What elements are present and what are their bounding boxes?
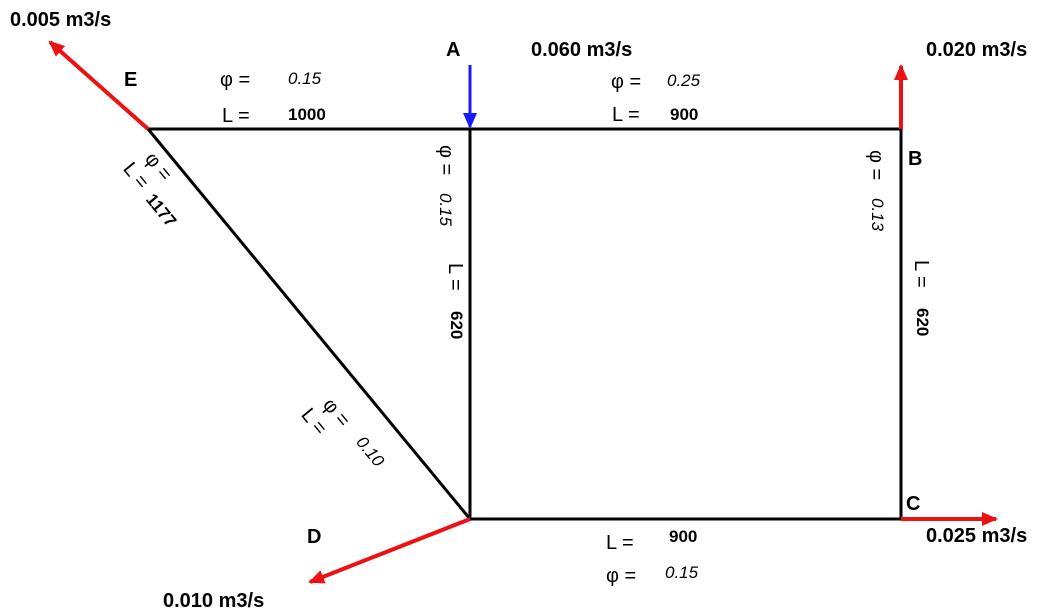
pipe-d-c-l-symbol: L = xyxy=(606,532,634,554)
flow-label-d: 0.010 m3/s xyxy=(163,590,264,612)
pipe-e-d xyxy=(146,128,472,520)
pipe-e-a-phi-value: 0.15 xyxy=(288,69,322,88)
pipe-e-d-top-labels: φ = L = 1177 xyxy=(119,148,181,231)
pipe-b-c-labels: φ = 0.13 L = 620 xyxy=(865,150,932,336)
pipe-e-d-l-value: 1177 xyxy=(142,190,180,231)
node-label-e: E xyxy=(124,69,137,91)
pipe-d-c-l-value: 900 xyxy=(669,527,697,546)
pipe-a-b-l-symbol: L = xyxy=(612,104,640,126)
flow-label-b: 0.020 m3/s xyxy=(926,39,1027,61)
pipe-a-d-labels: φ = 0.15 L = 620 xyxy=(435,145,466,339)
pipe-e-a-l-symbol: L = xyxy=(222,105,250,127)
pipe-e-a-phi-symbol: φ = xyxy=(220,69,250,91)
node-label-d: D xyxy=(307,526,321,548)
flow-label-c: 0.025 m3/s xyxy=(926,525,1027,547)
node-label-c: C xyxy=(906,493,920,515)
pipe-b-c-l-symbol: L = xyxy=(910,260,932,288)
pipe-d-c-phi-symbol: φ = xyxy=(606,565,636,587)
pipe-a-b-l-value: 900 xyxy=(670,105,698,124)
pipe-a-d-phi-symbol: φ = xyxy=(435,145,457,175)
pipe-a-d-l-value: 620 xyxy=(447,311,466,339)
pipe-e-a-l-value: 1000 xyxy=(288,105,326,124)
pipe-a-d-l-symbol: L = xyxy=(444,263,466,291)
node-label-b: B xyxy=(908,148,922,170)
pipe-a-b-phi-symbol: φ = xyxy=(611,71,641,93)
pipe-a-d-phi-value: 0.15 xyxy=(436,193,455,227)
flow-label-e: 0.005 m3/s xyxy=(10,9,111,31)
pipe-a-b-phi-value: 0.25 xyxy=(667,71,701,90)
outflow-arrow-d xyxy=(308,517,471,584)
pipe-d-c-phi-value: 0.15 xyxy=(665,563,699,582)
pipe-b-c-phi-value: 0.13 xyxy=(868,198,887,232)
pipe-e-d-phi-value: 0.10 xyxy=(352,433,388,471)
pipe-b-c-phi-symbol: φ = xyxy=(865,150,887,180)
outflow-arrow-e xyxy=(48,40,150,131)
node-label-a: A xyxy=(446,39,460,61)
flow-label-a: 0.060 m3/s xyxy=(531,39,632,61)
pipe-b-c-l-value: 620 xyxy=(913,308,932,336)
